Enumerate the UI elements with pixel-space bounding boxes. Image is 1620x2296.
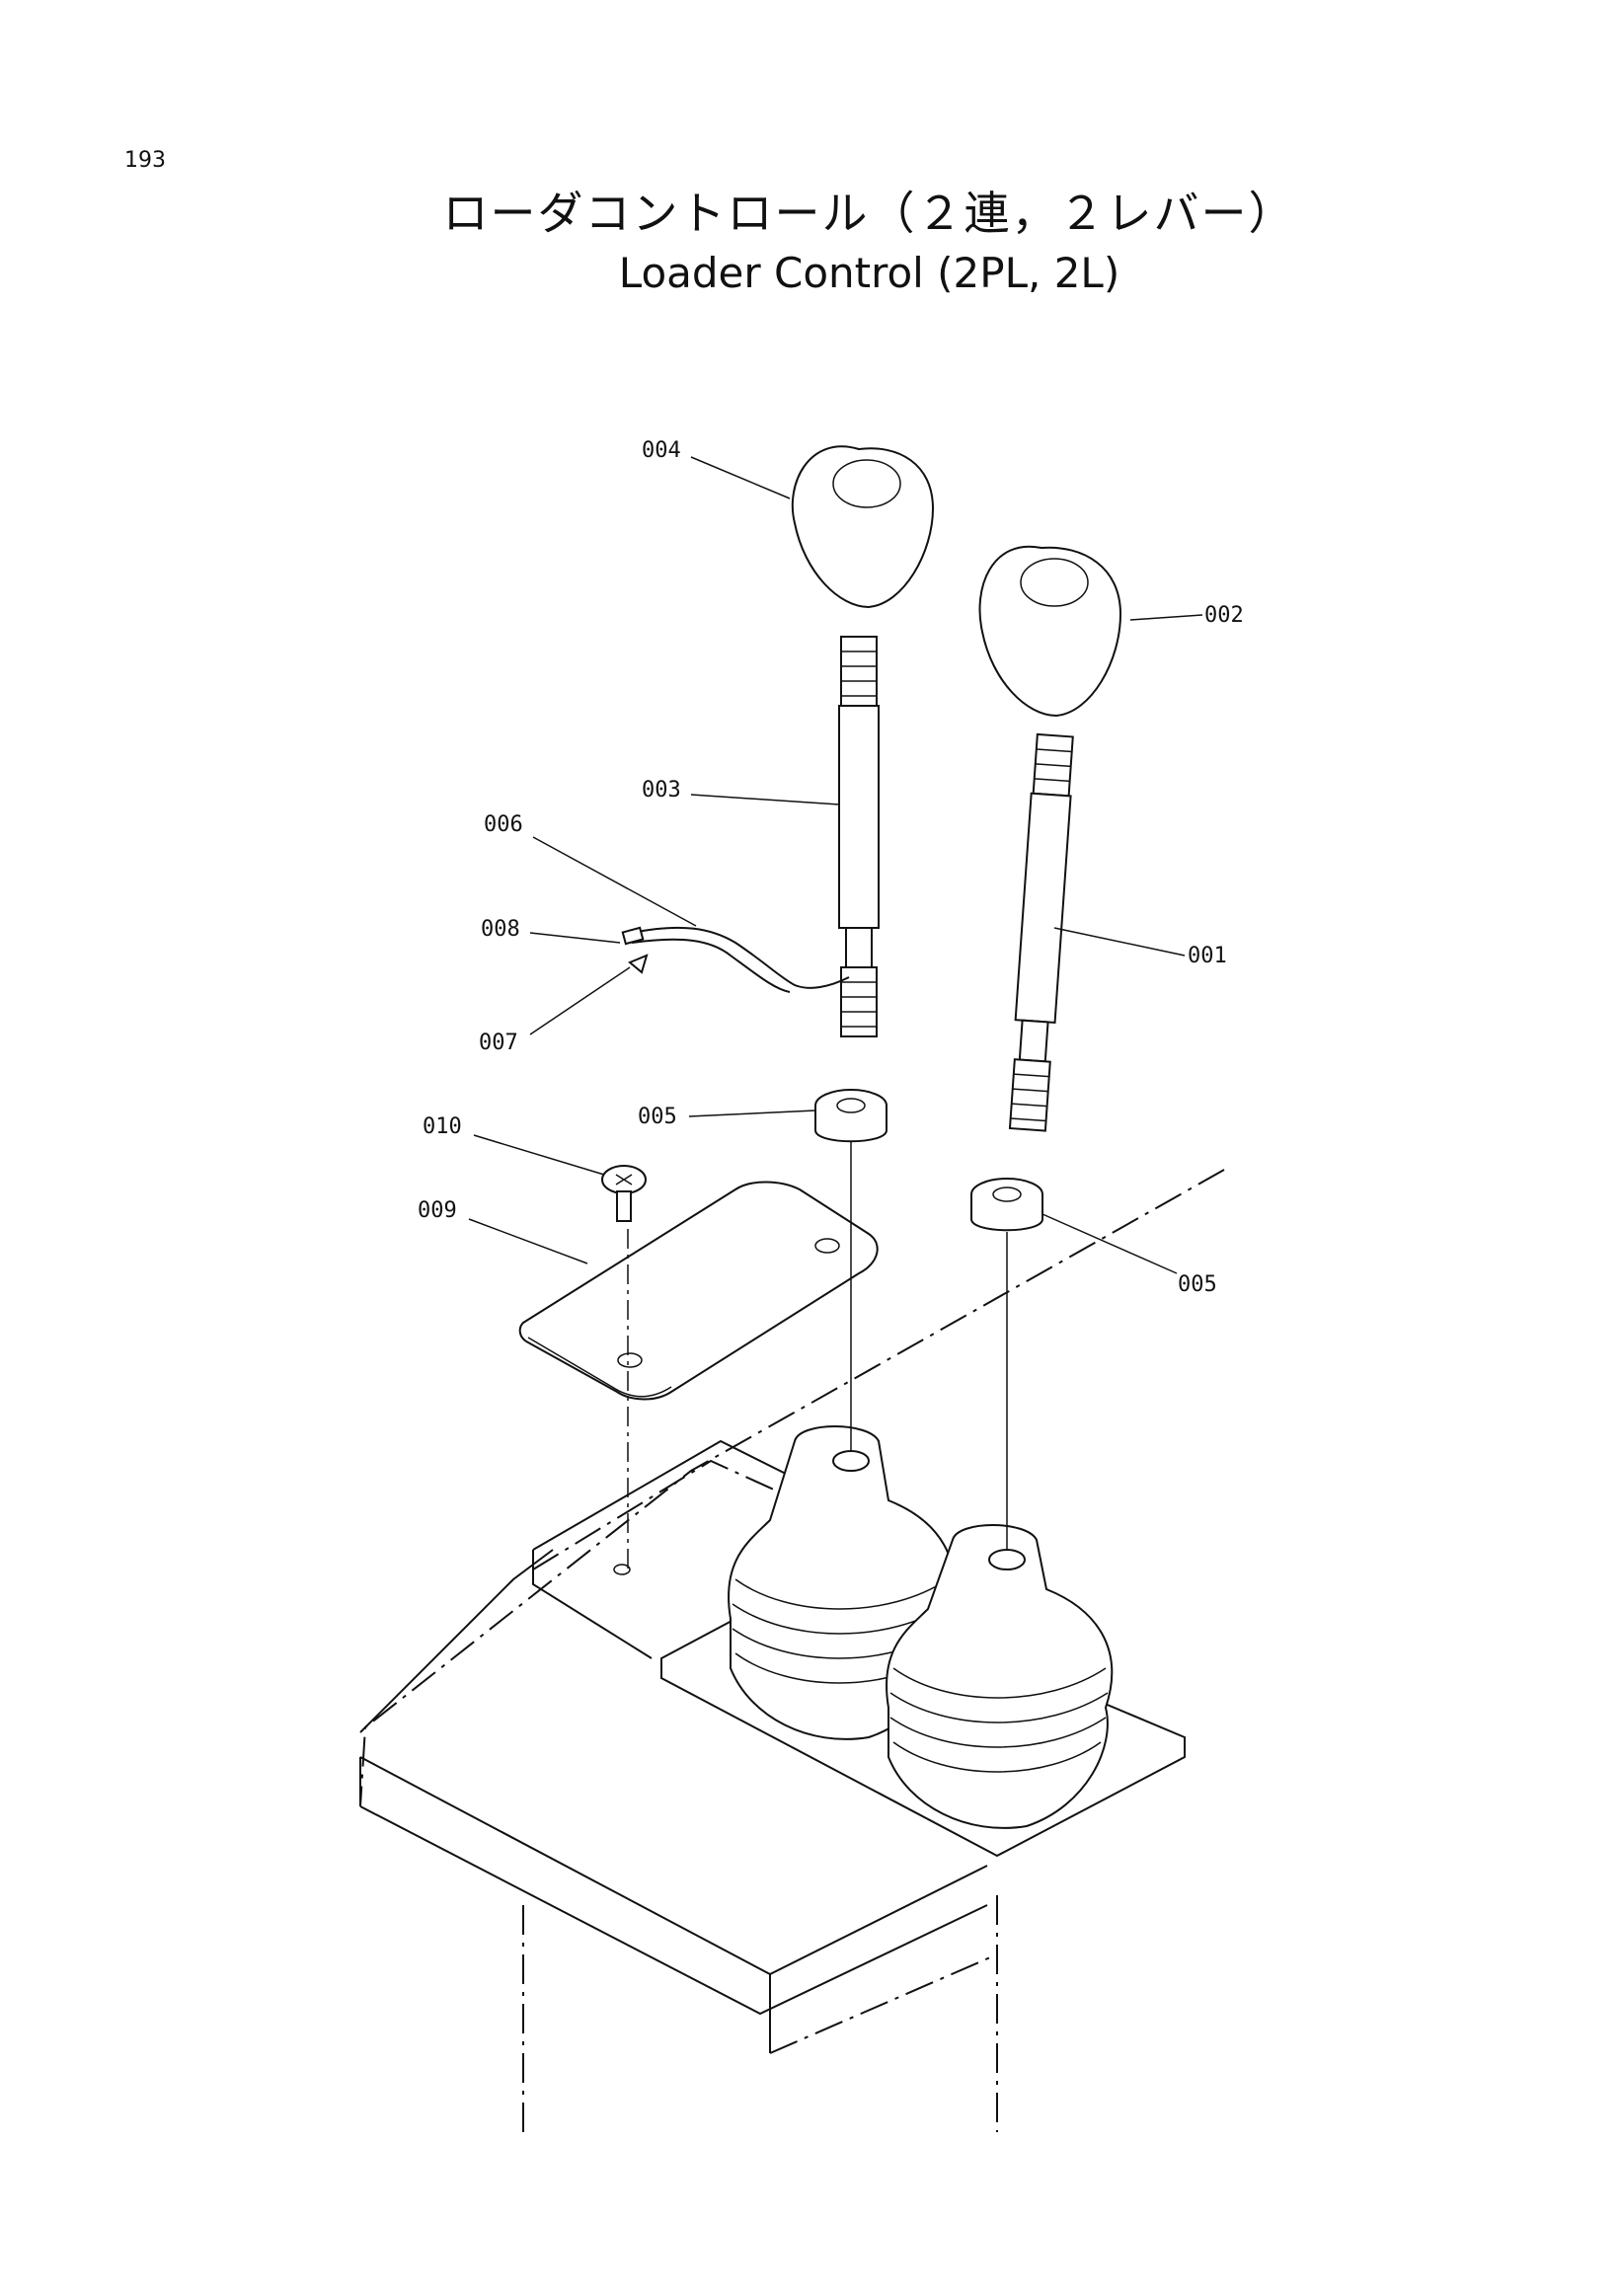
label-005-left: 005 xyxy=(638,1105,677,1129)
knob-004 xyxy=(791,445,935,609)
title-english: Loader Control (2PL, 2L) xyxy=(618,249,1120,297)
label-002: 002 xyxy=(1204,603,1244,628)
label-008: 008 xyxy=(481,917,520,942)
label-010: 010 xyxy=(423,1114,462,1139)
title-japanese: ローダコントロール（２連，２レバー） xyxy=(442,187,1296,240)
screw-010 xyxy=(601,1165,647,1222)
label-007: 007 xyxy=(479,1031,518,1055)
label-009: 009 xyxy=(418,1198,457,1223)
lever-003 xyxy=(838,636,880,1037)
label-004: 004 xyxy=(642,438,681,463)
lever-001 xyxy=(1008,732,1074,1132)
leader-lines xyxy=(468,456,1203,1274)
cover-plate xyxy=(518,1181,879,1575)
page-number: 193 xyxy=(124,148,166,173)
nut-005-left xyxy=(814,1089,887,1143)
label-005-right: 005 xyxy=(1178,1272,1217,1297)
knob-002 xyxy=(978,545,1122,718)
label-001: 001 xyxy=(1188,944,1227,968)
boot-right xyxy=(886,1524,1114,1829)
nut-005-right xyxy=(970,1178,1043,1232)
wire-harness xyxy=(621,926,850,993)
label-006: 006 xyxy=(484,812,523,837)
label-003: 003 xyxy=(642,778,681,803)
